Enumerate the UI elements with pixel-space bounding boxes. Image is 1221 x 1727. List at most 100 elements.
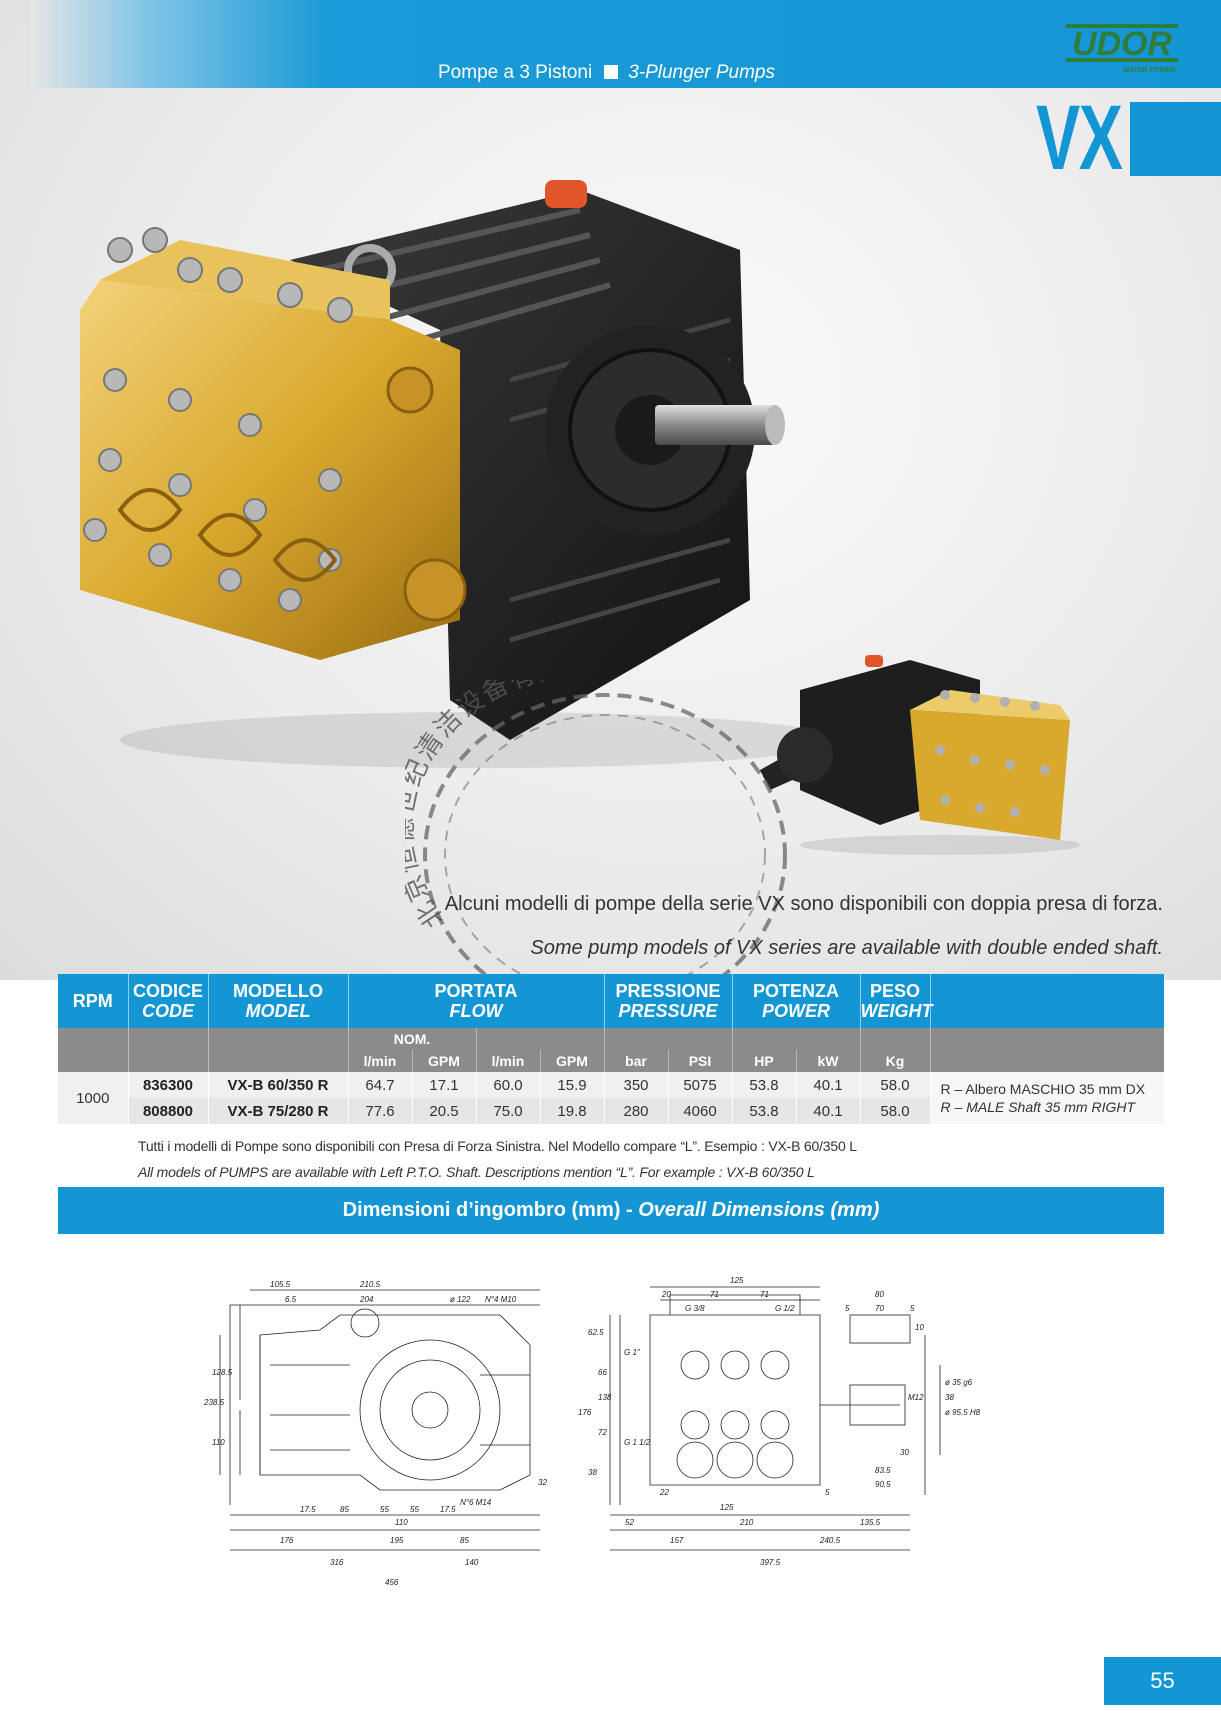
svg-text:22: 22 <box>659 1488 669 1497</box>
pressure-bar-cell: 280 <box>604 1098 669 1124</box>
svg-text:5: 5 <box>845 1304 850 1313</box>
col-rpm: RPM <box>58 974 129 1028</box>
code-cell: 836300 <box>128 1072 209 1098</box>
udor-logo: UDOR WATER POWER <box>1066 24 1178 74</box>
svg-text:N°6 M14: N°6 M14 <box>460 1498 492 1507</box>
svg-text:6.5: 6.5 <box>285 1295 297 1304</box>
svg-text:110: 110 <box>212 1438 225 1447</box>
dimensions-heading: Dimensioni d’ingombro (mm) - Overall Dim… <box>58 1187 1164 1234</box>
svg-text:105.5: 105.5 <box>270 1280 291 1289</box>
svg-text:M12: M12 <box>908 1393 924 1402</box>
header-title-en: 3-Plunger Pumps <box>628 62 775 83</box>
flow-lmin-cell: 75.0 <box>476 1098 541 1124</box>
logo-brand: UDOR <box>1072 25 1173 63</box>
unit-cell: GPM <box>540 1050 605 1072</box>
svg-text:G 1": G 1" <box>624 1348 641 1357</box>
svg-text:55: 55 <box>380 1505 389 1514</box>
svg-text:71: 71 <box>710 1290 719 1299</box>
series-title: VX <box>1036 87 1123 189</box>
svg-text:30: 30 <box>900 1448 909 1457</box>
col-pressure-en: PRESSURE <box>618 1001 718 1021</box>
empty-cell <box>58 1028 129 1050</box>
empty-cell <box>604 1028 733 1050</box>
col-weight-it: PESO <box>870 981 921 1001</box>
flow-nom-lmin-cell: 77.6 <box>348 1098 413 1124</box>
unit-cell: l/min <box>348 1050 413 1072</box>
svg-text:210: 210 <box>739 1518 754 1527</box>
svg-text:62.5: 62.5 <box>588 1328 604 1337</box>
empty-cell <box>208 1050 349 1072</box>
col-notes <box>930 974 1165 1028</box>
col-flow-it: PORTATA <box>434 981 518 1001</box>
series-accent-block <box>1130 102 1221 176</box>
flow-gpm-cell: 15.9 <box>540 1072 605 1098</box>
svg-text:N°4 M10: N°4 M10 <box>485 1295 517 1304</box>
svg-text:5: 5 <box>910 1304 915 1313</box>
unit-cell: HP <box>732 1050 797 1072</box>
unit-cell: Kg <box>860 1050 931 1072</box>
flow-gpm-cell: 19.8 <box>540 1098 605 1124</box>
svg-text:210.5: 210.5 <box>359 1280 381 1289</box>
note-double-shaft-it: Alcuni modelli di pompe della serie VX s… <box>444 893 1163 915</box>
svg-text:125: 125 <box>720 1503 734 1512</box>
table-row: 1000 836300 VX-B 60/350 R 64.7 17.1 60.0… <box>58 1072 1165 1124</box>
svg-text:85: 85 <box>460 1536 469 1545</box>
square-bullet-icon <box>604 65 619 79</box>
dimension-drawing: 105.5 210.5 6.5 204 ø 122 N°4 M10 N°6 M1… <box>203 1276 981 1587</box>
svg-text:17.5: 17.5 <box>440 1505 456 1514</box>
shaft-note-it: R – Albero MASCHIO 35 mm DX <box>940 1081 1146 1097</box>
shaft-note: R – Albero MASCHIO 35 mm DX R – MALE Sha… <box>930 1072 1165 1124</box>
weight-cell: 58.0 <box>860 1098 931 1124</box>
svg-text:176: 176 <box>280 1536 294 1545</box>
pressure-psi-cell: 5075 <box>668 1072 733 1098</box>
unit-cell: bar <box>604 1050 669 1072</box>
note-double-shaft-en: Some pump models of VX series are availa… <box>530 937 1163 959</box>
svg-text:17.5: 17.5 <box>300 1505 316 1514</box>
table-units-row: l/min GPM l/min GPM bar PSI HP kW Kg <box>58 1050 1165 1072</box>
svg-text:71: 71 <box>760 1290 769 1299</box>
svg-text:157: 157 <box>670 1536 684 1545</box>
svg-text:G 3/8: G 3/8 <box>685 1304 705 1313</box>
company-stamp: 北京恒德世纪清洁设备有限公司 <box>405 680 787 1017</box>
flow-nom-gpm-cell: 17.1 <box>412 1072 477 1098</box>
svg-text:176: 176 <box>578 1408 592 1417</box>
pump-image-small <box>760 655 1080 855</box>
pressure-bar-cell: 350 <box>604 1072 669 1098</box>
svg-text:240.5: 240.5 <box>819 1536 841 1545</box>
svg-text:ø 95.5 H8: ø 95.5 H8 <box>945 1408 981 1417</box>
left-view-labels: 105.5 210.5 6.5 204 ø 122 N°4 M10 N°6 M1… <box>203 1280 547 1587</box>
right-view-labels: 125 20 71 71 G 3/8 G 1/2 5 80 70 5 62.5 … <box>578 1276 981 1567</box>
empty-cell <box>128 1050 209 1072</box>
unit-cell: GPM <box>412 1050 477 1072</box>
empty-cell <box>930 1050 1165 1072</box>
svg-text:80: 80 <box>875 1290 884 1299</box>
svg-text:90.5: 90.5 <box>875 1480 891 1489</box>
svg-text:55: 55 <box>410 1505 419 1514</box>
code-cell: 808800 <box>128 1098 209 1124</box>
power-kw-cell: 40.1 <box>796 1072 861 1098</box>
col-weight-en: WEIGHT <box>860 1001 933 1021</box>
svg-text:G 1 1/2: G 1 1/2 <box>624 1438 651 1447</box>
logo-tagline: WATER POWER <box>1123 67 1176 74</box>
svg-text:138: 138 <box>598 1393 612 1402</box>
svg-text:38: 38 <box>588 1468 597 1477</box>
nom-label: NOM. <box>348 1028 477 1050</box>
power-hp-cell: 53.8 <box>732 1072 797 1098</box>
svg-text:20: 20 <box>661 1290 671 1299</box>
svg-text:66: 66 <box>598 1368 607 1377</box>
empty-cell <box>860 1028 931 1050</box>
pressure-psi-cell: 4060 <box>668 1098 733 1124</box>
svg-text:70: 70 <box>875 1304 884 1313</box>
power-kw-cell: 40.1 <box>796 1098 861 1124</box>
svg-text:72: 72 <box>598 1428 607 1437</box>
col-power-it: POTENZA <box>753 981 840 1001</box>
col-code-it: CODICE <box>132 981 203 1001</box>
col-code-en: CODE <box>141 1001 194 1021</box>
flow-lmin-cell: 60.0 <box>476 1072 541 1098</box>
svg-text:204: 204 <box>359 1295 374 1304</box>
